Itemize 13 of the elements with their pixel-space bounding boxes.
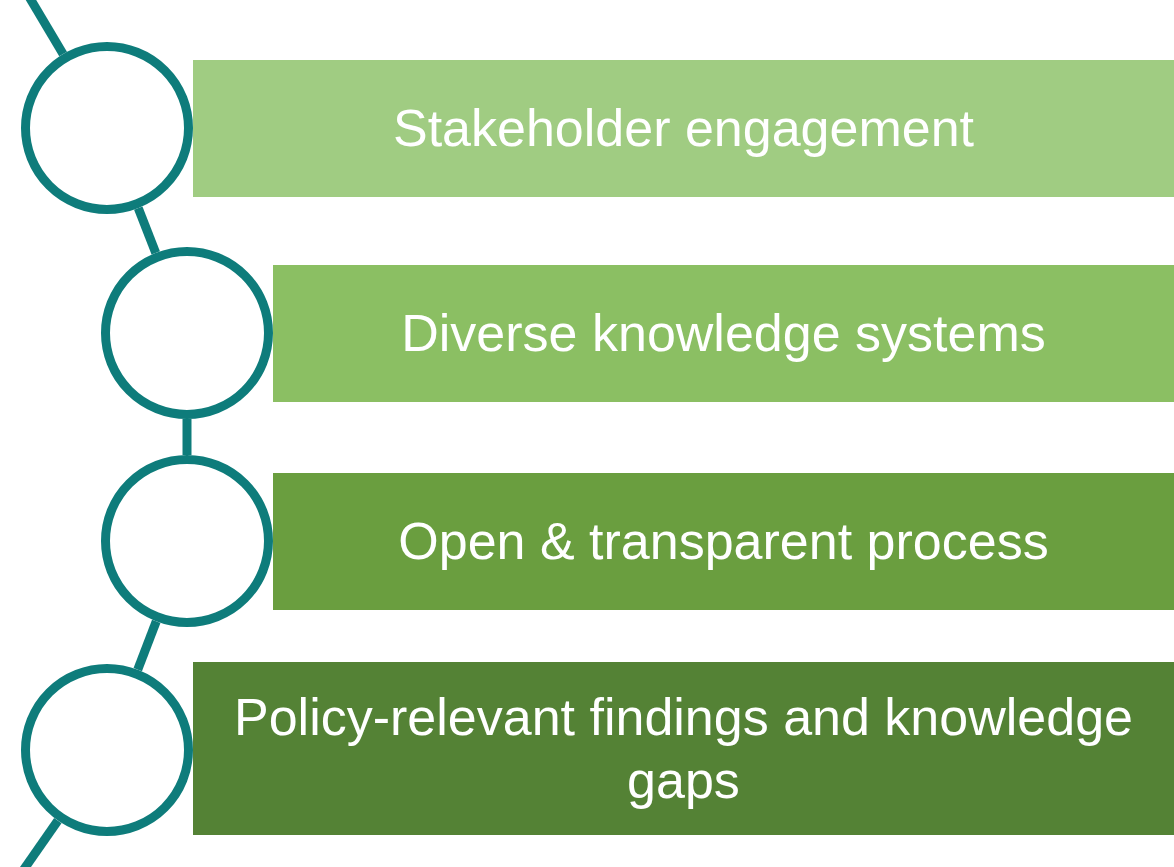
step-label: Stakeholder engagement xyxy=(391,98,976,160)
step-bar xyxy=(273,265,1174,402)
connector-line xyxy=(24,0,67,57)
connector-line xyxy=(182,419,192,455)
step-bar xyxy=(273,473,1174,610)
step-bar xyxy=(193,60,1174,197)
connector-line xyxy=(18,818,62,867)
step-label: Open & transparent process xyxy=(397,511,1050,573)
connector-line xyxy=(133,619,161,672)
connector-line xyxy=(134,206,160,255)
step-label: Policy-relevant findings and knowledge gaps xyxy=(233,687,1134,811)
step-label: Diverse knowledge systems xyxy=(400,303,1047,365)
step-bar xyxy=(193,662,1174,835)
